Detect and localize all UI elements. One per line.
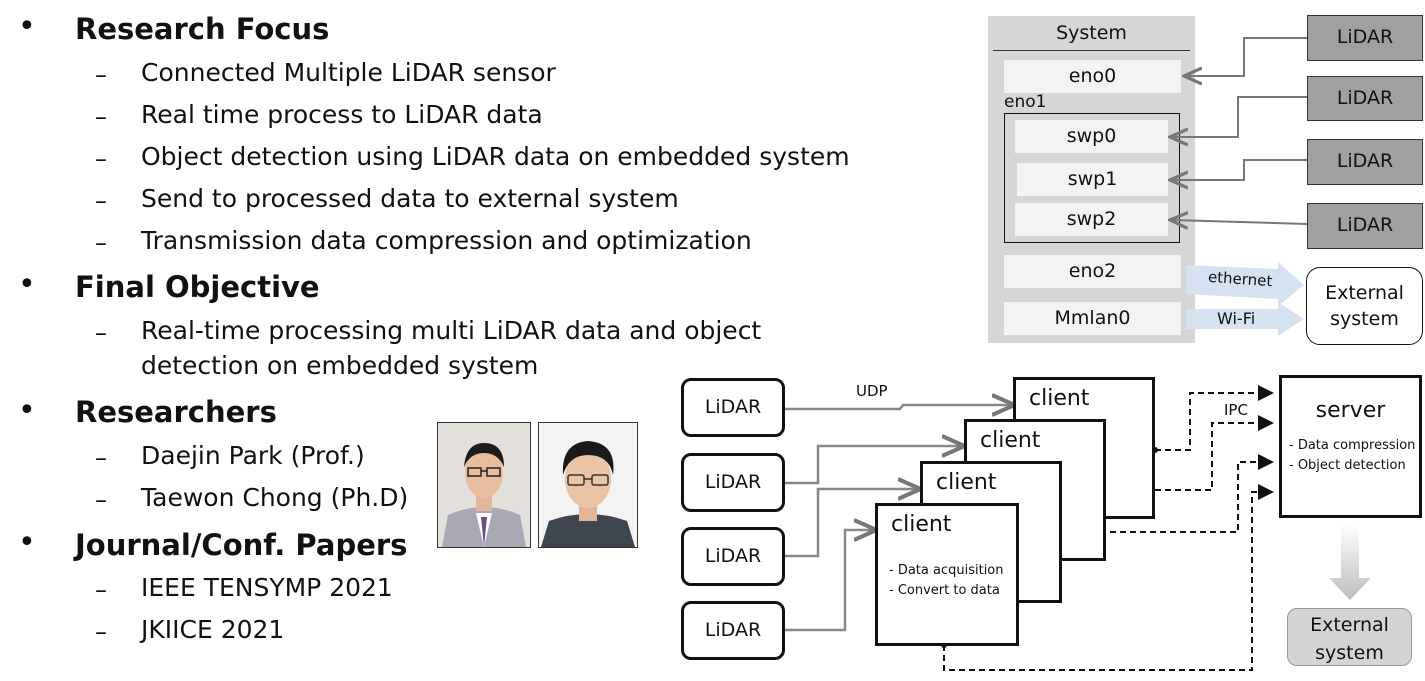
lidar-box: LiDAR [1307, 203, 1423, 249]
server-box: server - Data compression - Object detec… [1279, 375, 1422, 518]
list-item: Taewon Chong (Ph.D) [141, 483, 409, 512]
lidar-box: LiDAR [1307, 15, 1423, 61]
client-title: client [891, 512, 952, 537]
port-swp1: swp1 [1017, 163, 1168, 196]
port-eno0: eno0 [1004, 60, 1181, 93]
lidar-node: LiDAR [681, 601, 785, 660]
lidar-box: LiDAR [1307, 139, 1423, 185]
list-item: Object detection using LiDAR data on emb… [141, 142, 850, 171]
server-task: - Data compression [1289, 438, 1416, 453]
section-title: Journal/Conf. Papers [75, 528, 408, 562]
dash: – [95, 618, 107, 646]
lidar-node: LiDAR [681, 378, 785, 437]
divider [993, 50, 1190, 51]
researcher-photo-2 [538, 422, 638, 548]
down-arrow-icon [1329, 524, 1371, 600]
list-item: Send to processed data to external syste… [141, 184, 679, 213]
researcher-photo-1 [437, 422, 531, 548]
external-system-box: External system [1287, 608, 1412, 666]
external-system-box: External system [1306, 267, 1423, 345]
person-photo-icon [539, 423, 637, 547]
bullet: • [18, 525, 36, 560]
list-item: Transmission data compression and optimi… [141, 226, 752, 255]
client-title: client [936, 470, 997, 495]
server-task: - Object detection [1289, 458, 1406, 473]
section-title: Final Objective [75, 270, 320, 304]
dash: – [95, 576, 107, 604]
ipc-label: IPC [1224, 401, 1248, 419]
list-item: detection on embedded system [141, 351, 539, 380]
dash: – [95, 319, 107, 347]
client-title: client [1029, 386, 1090, 411]
list-item: Real time process to LiDAR data [141, 100, 543, 129]
person-photo-icon [438, 423, 530, 547]
wifi-label: Wi-Fi [1217, 309, 1256, 328]
section-title: Research Focus [75, 12, 330, 46]
port-swp2: swp2 [1015, 203, 1168, 236]
list-item: JKIICE 2021 [141, 615, 285, 644]
lidar-node: LiDAR [681, 453, 785, 512]
bullet: • [18, 393, 36, 428]
eno1-label: eno1 [1004, 92, 1047, 112]
bullet: • [18, 9, 36, 44]
server-title: server [1315, 398, 1386, 423]
udp-label: UDP [856, 382, 888, 400]
dash: – [95, 229, 107, 257]
list-item: Connected Multiple LiDAR sensor [141, 58, 556, 87]
dash: – [95, 61, 107, 89]
bullet: • [18, 267, 36, 302]
dash: – [95, 486, 107, 514]
list-item: Real-time processing multi LiDAR data an… [141, 316, 762, 345]
dash: – [95, 103, 107, 131]
client-title: client [980, 428, 1041, 453]
dash: – [95, 444, 107, 472]
dash: – [95, 145, 107, 173]
list-item: IEEE TENSYMP 2021 [141, 573, 393, 602]
port-eno2: eno2 [1004, 255, 1181, 288]
ethernet-label: ethernet [1207, 267, 1273, 291]
port-mmlan0: Mmlan0 [1004, 302, 1181, 335]
system-title: System [1056, 22, 1127, 44]
lidar-node: LiDAR [681, 527, 785, 586]
list-item: Daejin Park (Prof.) [141, 441, 365, 470]
client-box-front: client - Data acquisition - Convert to d… [875, 503, 1019, 646]
client-task: - Data acquisition [889, 563, 1004, 578]
client-task: - Convert to data [889, 583, 1000, 598]
lidar-box: LiDAR [1307, 76, 1423, 121]
dash: – [95, 187, 107, 215]
section-title: Researchers [75, 395, 277, 429]
port-swp0: swp0 [1015, 120, 1168, 153]
